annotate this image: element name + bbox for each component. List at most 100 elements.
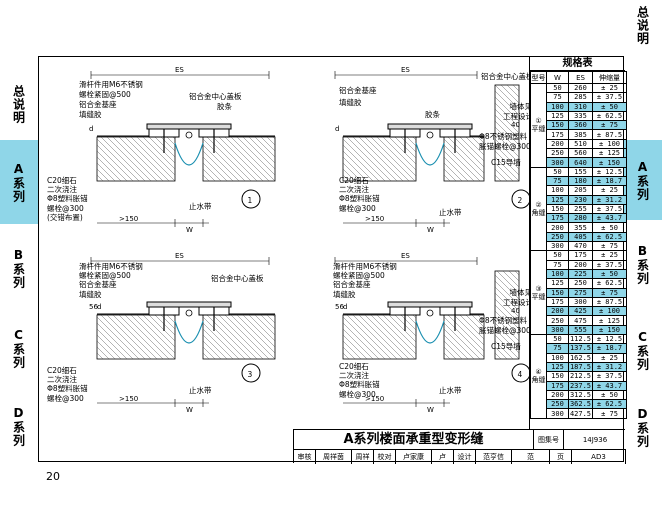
series-tab-2[interactable]: B系列 — [624, 224, 662, 304]
series-tab-0[interactable]: 总说明 — [624, 2, 662, 48]
spec-cell: 300 — [546, 241, 569, 252]
hatch-line — [406, 314, 417, 325]
hatch-line — [124, 314, 170, 360]
hatch-line — [352, 314, 398, 360]
spec-cell: 150 — [546, 120, 569, 131]
series-tab-4[interactable]: D系列 — [624, 392, 662, 462]
series-tab-4[interactable]: D系列 — [0, 390, 38, 462]
spec-cell: 300 — [568, 296, 593, 308]
spec-cell: ± 25 — [592, 185, 627, 196]
hatch-line — [443, 322, 481, 360]
spec-cell: 312.5 — [568, 389, 593, 401]
spec-cell: 427.5 — [568, 408, 593, 419]
detail-label: 铝合金中心盖板 — [211, 273, 264, 283]
spec-cell: ± 12.5 — [592, 166, 627, 177]
hatch-line — [453, 314, 485, 346]
hatch-line — [376, 314, 417, 355]
spec-cell: ± 62.5 — [592, 399, 627, 410]
spec-cell: 335 — [568, 110, 593, 122]
header-es: ES — [568, 71, 593, 84]
hatch-line — [202, 150, 234, 182]
hatch-line — [443, 340, 463, 360]
spec-cell: ± 75 — [592, 287, 627, 298]
small-dimension-label: d — [335, 125, 339, 133]
series-tab-3[interactable]: C系列 — [0, 310, 38, 386]
detail-label: 止水带 — [439, 385, 462, 395]
hatch-line — [260, 314, 276, 330]
hatch-line — [218, 136, 264, 182]
hatch-line — [494, 340, 514, 360]
detail-number-circle — [511, 189, 529, 209]
hatch-line — [364, 314, 410, 360]
spec-cell: 280 — [568, 213, 593, 224]
detail-label: C20细石 — [339, 361, 369, 371]
series-tab-1[interactable]: A系列 — [624, 140, 662, 220]
detail-label: Φ8不锈钢塑料 — [479, 131, 528, 141]
hatch-line — [272, 314, 276, 318]
hatch-line — [248, 136, 276, 164]
w-dimension-label: W — [186, 226, 193, 234]
series-tab-0[interactable]: 总说明 — [0, 70, 38, 138]
hatch-line — [342, 328, 374, 360]
spec-cell: ± 31.2 — [592, 361, 627, 373]
series-tab-3[interactable]: C系列 — [624, 310, 662, 390]
slide-bolt — [426, 131, 434, 139]
spec-cell: 212.5 — [568, 371, 593, 382]
spec-cell: 100 — [546, 268, 569, 280]
concrete-block — [342, 314, 417, 360]
hatch-line — [514, 270, 520, 276]
spec-cell: ± 62.5 — [592, 231, 627, 243]
small-dimension-label: 40 — [511, 121, 520, 129]
detail-number-circle — [511, 363, 529, 383]
slide-bolt — [426, 309, 434, 317]
spec-cell: 250 — [546, 315, 569, 326]
series-tab-2[interactable]: B系列 — [0, 228, 38, 308]
hatch-line — [148, 314, 176, 342]
header-model: 型号 — [530, 71, 547, 84]
spec-cell: ± 125 — [592, 148, 627, 159]
detail-label: 墙体见 — [510, 287, 530, 297]
spec-cell: 162.5 — [568, 352, 593, 363]
signature-cell: 范亨信 — [476, 450, 512, 464]
spec-cell: 155 — [568, 166, 593, 177]
series-tab-1[interactable]: A系列 — [0, 140, 38, 224]
min-dimension-label: >150 — [119, 215, 138, 223]
hatch-line — [477, 314, 485, 322]
hatch-line — [166, 136, 176, 146]
water-stop — [415, 320, 445, 344]
hatch-line — [376, 136, 417, 177]
detail-label: C15导墙 — [491, 341, 521, 351]
spec-cell: 75 — [546, 175, 569, 187]
hatch-line — [202, 138, 246, 182]
series-tab-label: D系列 — [11, 405, 26, 447]
series-tab-label: B系列 — [11, 247, 26, 289]
hatch-line — [465, 136, 485, 156]
spec-cell: 100 — [546, 352, 569, 363]
small-dimension-label: 56 — [335, 303, 344, 311]
hatch-line — [494, 304, 520, 330]
spec-cell: 640 — [568, 157, 593, 168]
spec-cell: 250 — [546, 231, 569, 243]
detail-label: 填缝胶 — [79, 289, 102, 299]
w-dimension-label: W — [427, 406, 434, 414]
detail-label: 墙体见 — [510, 101, 530, 111]
hatch-line — [400, 314, 417, 331]
spec-cell: 150 — [546, 371, 569, 382]
hatch-line — [118, 136, 164, 182]
spec-cell: ± 75 — [592, 120, 627, 131]
spec-cell: ± 100 — [592, 138, 627, 150]
hatch-line — [494, 156, 520, 182]
hatch-line — [342, 162, 362, 182]
detail-label: C20细石 — [47, 365, 77, 375]
hatch-line — [494, 144, 520, 170]
hatch-line — [202, 168, 216, 182]
signature-cell: 卢 — [432, 450, 454, 464]
spec-table-header-row: 型号 W ES 伸缩量 — [530, 71, 627, 84]
hatch-line — [342, 174, 350, 182]
detail-label: C20细石 — [47, 175, 77, 185]
slide-bolt — [185, 309, 193, 317]
hatch-line — [346, 136, 392, 182]
